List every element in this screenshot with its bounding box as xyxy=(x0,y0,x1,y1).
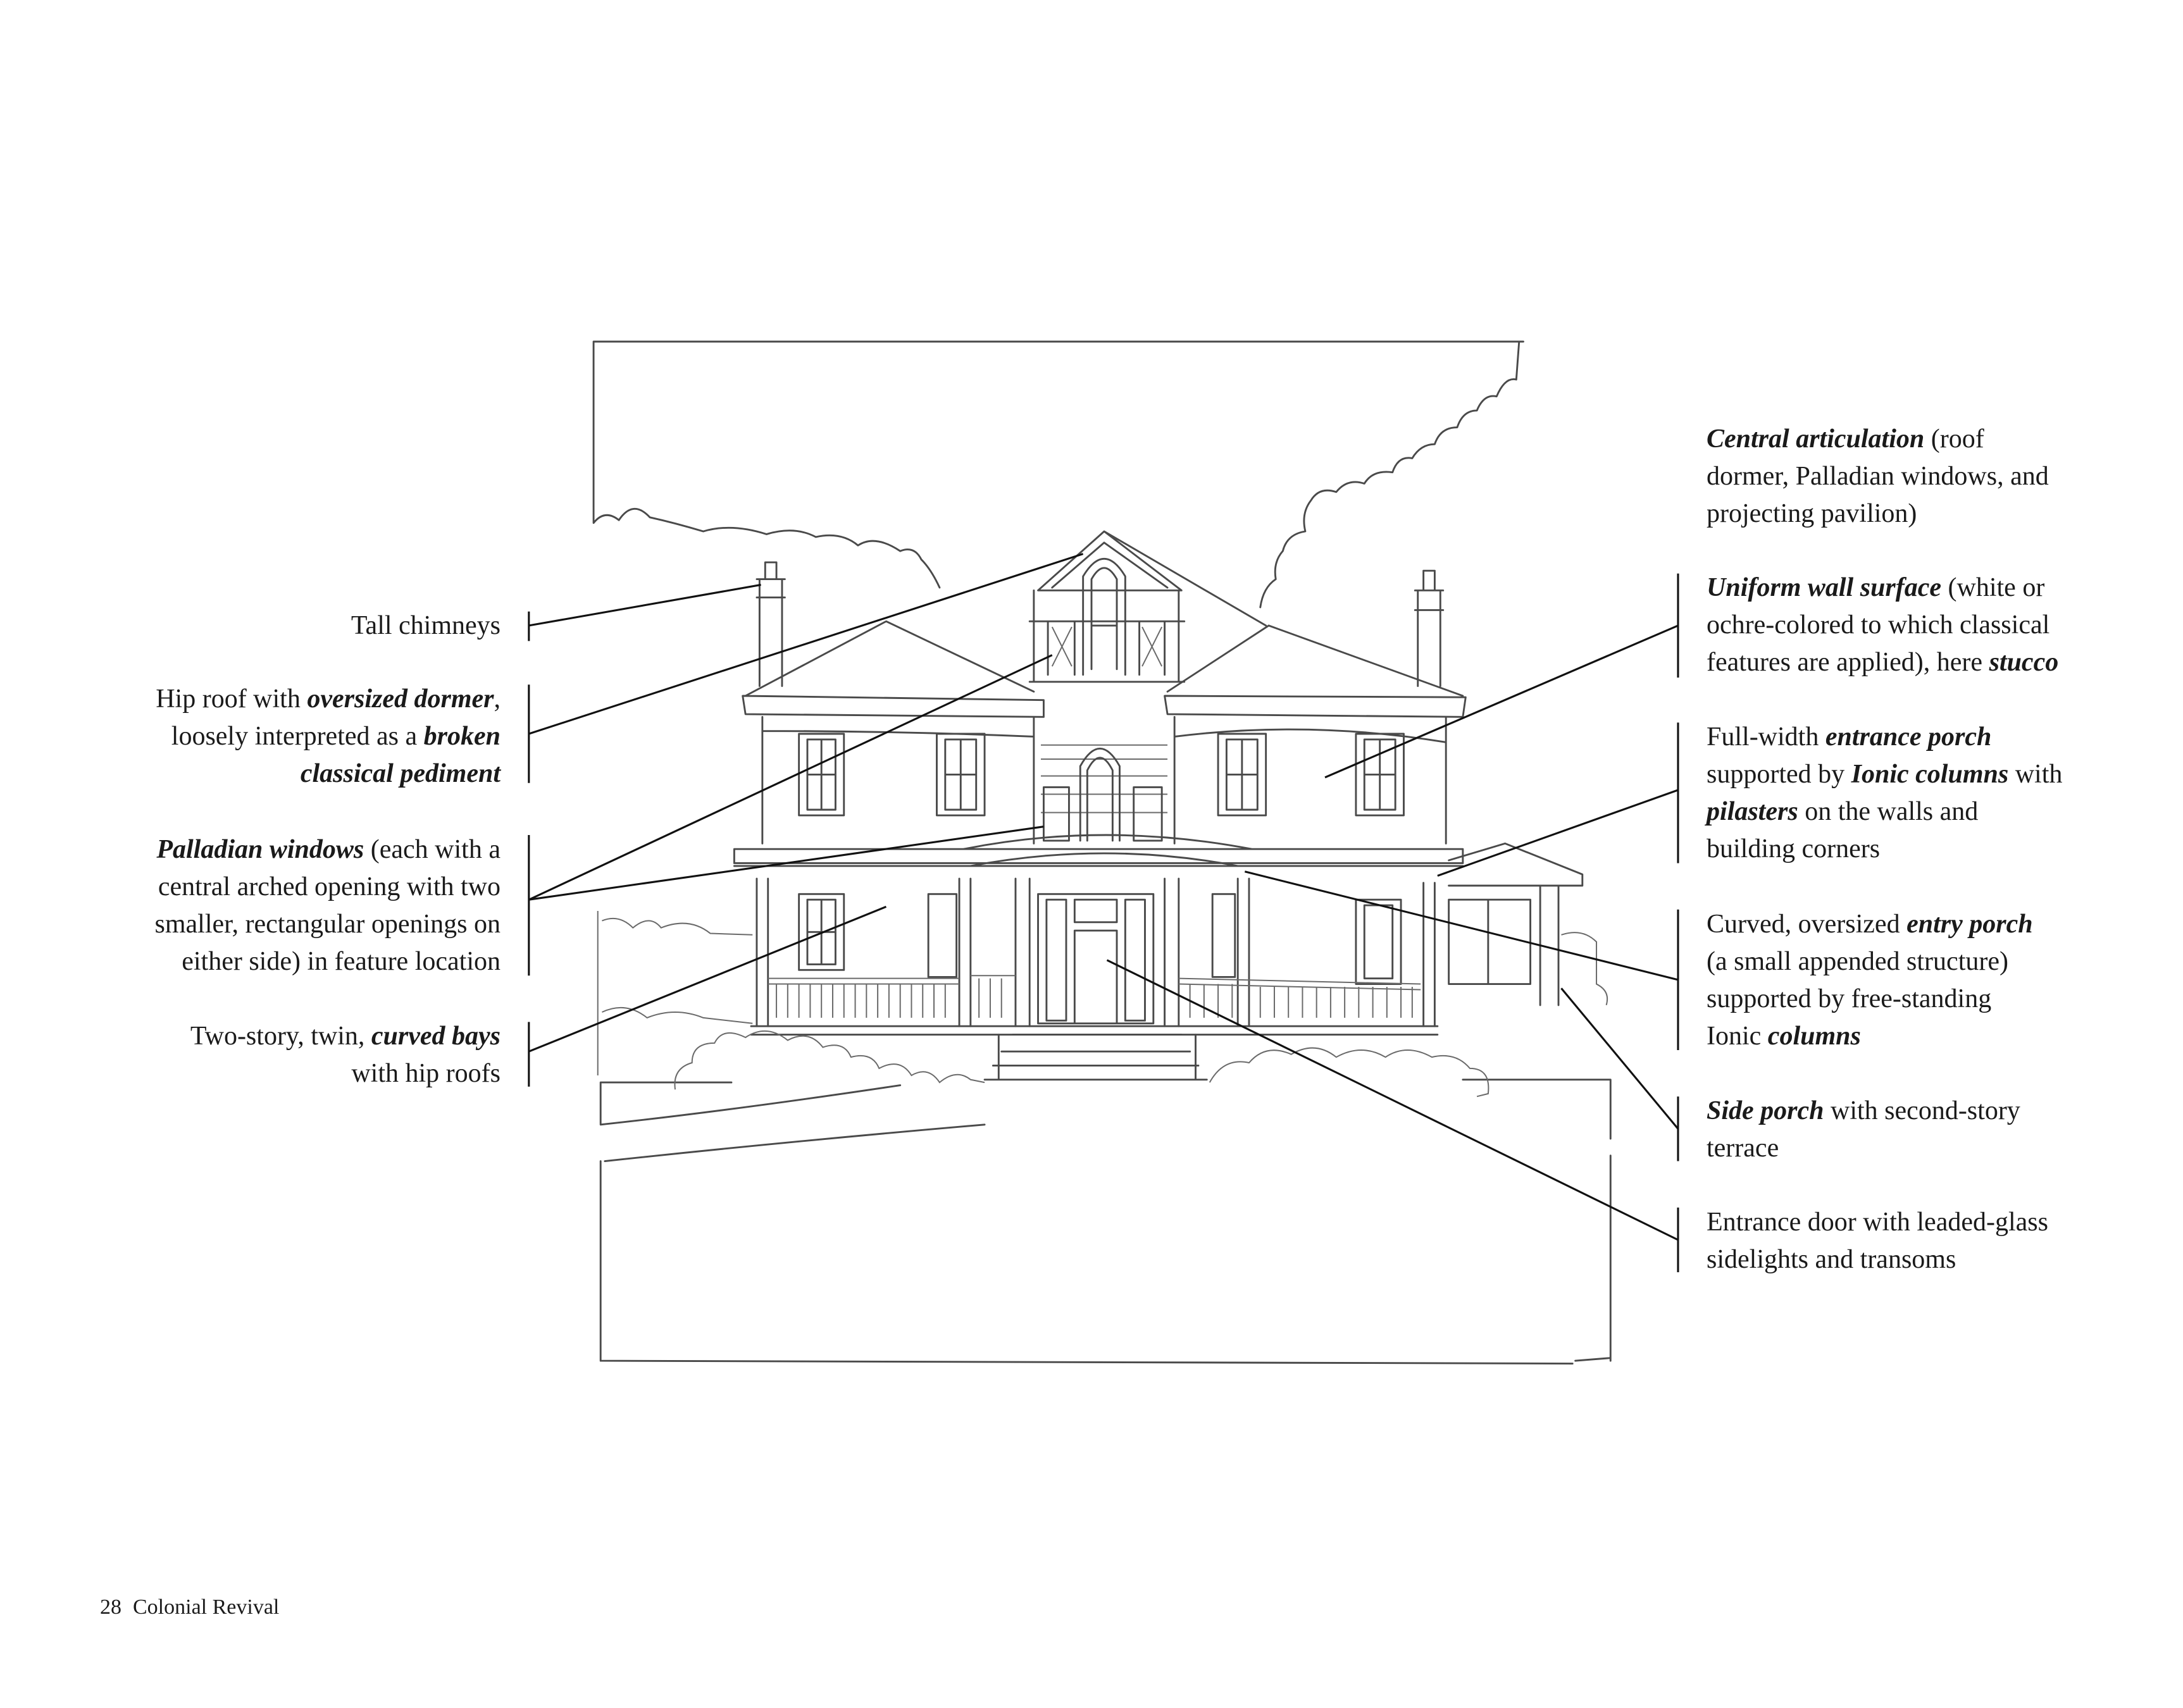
emphasized-term: classical pediment xyxy=(300,759,501,788)
callout-entry-porch: Curved, oversized entry porch (a small ap… xyxy=(1707,906,2033,1055)
callout-line: projecting pavilion) xyxy=(1707,495,2049,533)
callout-text: with xyxy=(2008,760,2063,789)
callout-line: dormer, Palladian windows, and xyxy=(1707,458,2049,495)
callout-line: supported by free-standing xyxy=(1707,981,2033,1018)
porch xyxy=(750,877,1560,1036)
ground-frame xyxy=(597,911,1612,1365)
page-number: 28 xyxy=(100,1595,121,1619)
callout-line: sidelights and transoms xyxy=(1707,1241,2048,1278)
callout-line: Hip roof with oversized dormer, xyxy=(156,681,501,718)
callout-text: projecting pavilion) xyxy=(1707,499,1917,528)
callout-text: loosely interpreted as a xyxy=(171,722,424,751)
callout-line: Entrance door with leaded-glass xyxy=(1707,1204,2048,1241)
emphasized-term: Uniform wall surface xyxy=(1707,573,1942,602)
callout-line: building corners xyxy=(1707,831,2062,868)
callout-text: Tall chimneys xyxy=(351,611,501,640)
entry-steps xyxy=(983,1034,1208,1081)
callout-line: pilasters on the walls and xyxy=(1707,793,2062,831)
callout-text: sidelights and transoms xyxy=(1707,1245,1956,1274)
callout-line: (a small appended structure) xyxy=(1707,943,2033,981)
callout-text: ochre-colored to which classical xyxy=(1707,610,2050,640)
callout-text: supported by free-standing xyxy=(1707,984,1992,1013)
callout-leaders xyxy=(528,553,1679,1273)
callout-palladian-windows: Palladian windows (each with a central ar… xyxy=(155,831,501,981)
callout-text: smaller, rectangular openings on xyxy=(154,910,501,939)
central-dormer xyxy=(1028,558,1186,683)
callout-text: Full-width xyxy=(1707,722,1825,752)
callout-line: Ionic columns xyxy=(1707,1018,2033,1055)
callout-line: Full-width entrance porch xyxy=(1707,719,2062,756)
callout-text: with second-story xyxy=(1824,1096,2020,1125)
callout-line: Curved, oversized entry porch xyxy=(1707,906,2033,943)
callout-text: on the walls and xyxy=(1798,797,1979,826)
callout-text: supported by xyxy=(1707,760,1851,789)
callout-side-porch: Side porch with second-story terrace xyxy=(1707,1092,2020,1167)
chimneys xyxy=(756,561,1445,687)
callout-curved-bays: Two-story, twin, curved bays with hip roo… xyxy=(190,1018,501,1092)
callout-line: Central articulation (roof xyxy=(1707,421,2049,458)
callout-line: terrace xyxy=(1707,1130,2020,1167)
callout-line: either side) in feature location xyxy=(155,943,501,981)
callout-text: (a small appended structure) xyxy=(1707,947,2008,976)
callout-line: central arched opening with two xyxy=(155,869,501,906)
callout-text: Two-story, twin, xyxy=(190,1022,371,1051)
emphasized-term: entrance porch xyxy=(1825,722,1992,752)
callout-text: features are applied), here xyxy=(1707,648,1989,677)
callout-text: dormer, Palladian windows, and xyxy=(1707,462,2049,491)
emphasized-term: stucco xyxy=(1989,648,2059,677)
emphasized-term: broken xyxy=(423,722,501,751)
callout-line: with hip roofs xyxy=(190,1055,501,1092)
callout-text: Ionic xyxy=(1707,1022,1768,1051)
roofs xyxy=(733,530,1584,887)
callout-line: loosely interpreted as a broken xyxy=(156,718,501,755)
sky-clouds xyxy=(592,340,1524,609)
callout-line: Tall chimneys xyxy=(351,607,501,645)
callout-text: , xyxy=(494,684,501,714)
callout-text: building corners xyxy=(1707,834,1881,863)
upper-windows xyxy=(798,733,1405,817)
callout-line: Uniform wall surface (white or xyxy=(1707,569,2058,607)
callout-line: supported by Ionic columns with xyxy=(1707,756,2062,793)
callout-line: Palladian windows (each with a xyxy=(155,831,501,869)
callout-tall-chimneys: Tall chimneys xyxy=(351,607,501,645)
emphasized-term: columns xyxy=(1767,1022,1861,1051)
emphasized-term: oversized dormer xyxy=(307,684,494,714)
callout-hip-roof: Hip roof with oversized dormer,loosely i… xyxy=(156,681,501,793)
callout-text: either side) in feature location xyxy=(182,947,501,976)
callout-entrance-door: Entrance door with leaded-glass sidelight… xyxy=(1707,1204,2048,1278)
shrubs xyxy=(674,1030,1490,1098)
emphasized-term: pilasters xyxy=(1707,797,1798,826)
emphasized-term: Ionic columns xyxy=(1851,760,2009,789)
callout-text: Curved, oversized xyxy=(1707,910,1907,939)
section-title: Colonial Revival xyxy=(133,1595,280,1619)
callout-text: terrace xyxy=(1707,1134,1779,1163)
callout-text: Entrance door with leaded-glass xyxy=(1707,1208,2048,1237)
walls xyxy=(761,715,1447,845)
emphasized-term: curved bays xyxy=(371,1022,501,1051)
emphasized-term: Side porch xyxy=(1707,1096,1824,1125)
emphasized-term: entry porch xyxy=(1906,910,2033,939)
callout-text: (white or xyxy=(1941,573,2045,602)
emphasized-term: Central articulation xyxy=(1707,424,1925,454)
callout-text: with hip roofs xyxy=(351,1059,501,1088)
callout-text: central arched opening with two xyxy=(158,872,501,901)
page-footer: 28 Colonial Revival xyxy=(100,1595,279,1619)
callout-line: classical pediment xyxy=(156,755,501,793)
callout-text: (each with a xyxy=(364,835,501,864)
callout-line: features are applied), here stucco xyxy=(1707,644,2058,681)
callout-line: ochre-colored to which classical xyxy=(1707,607,2058,644)
callout-line: Two-story, twin, curved bays xyxy=(190,1018,501,1055)
callout-text: Hip roof with xyxy=(156,684,308,714)
emphasized-term: Palladian windows xyxy=(156,835,364,864)
callout-central-articulation: Central articulation (roof dormer, Pallad… xyxy=(1707,421,2049,533)
callout-line: Side porch with second-story xyxy=(1707,1092,2020,1130)
callout-text: (roof xyxy=(1924,424,1984,454)
callout-line: smaller, rectangular openings on xyxy=(155,906,501,943)
